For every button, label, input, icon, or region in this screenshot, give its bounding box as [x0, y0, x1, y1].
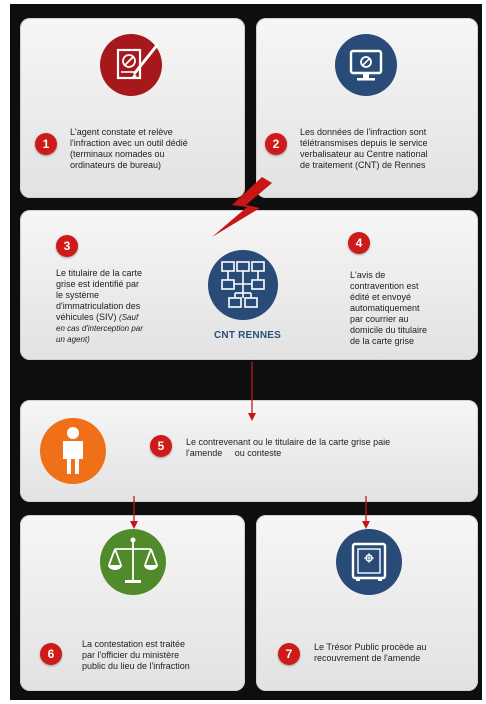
- step-7-card: 7 Le Trésor Public procède au recouvreme…: [256, 515, 478, 691]
- cnt-rennes-label: CNT RENNES: [214, 330, 282, 341]
- step-5-card: 5 Le contrevenant ou le titulaire de la …: [20, 400, 478, 502]
- step-3-text: Le titulaire de la carte grise est ident…: [56, 268, 143, 344]
- network-computers-icon: [208, 250, 278, 320]
- step-6-text: La contestation est traitée par l'offici…: [82, 639, 190, 671]
- person-icon: [40, 418, 106, 484]
- step-2-text: Les données de l'infraction sont télétra…: [300, 127, 428, 170]
- step-7-number: 7: [278, 643, 300, 665]
- ticket-pen-icon: [100, 34, 162, 96]
- step-7-text: Le Trésor Public procède au recouvrement…: [314, 642, 427, 663]
- safe-icon: [336, 529, 402, 595]
- cnt-center-card: 3 Le titulaire de la carte grise est ide…: [20, 210, 478, 360]
- step-1-card: 1 L'agent constate et relève l'infractio…: [20, 18, 245, 198]
- computer-monitor-icon: [335, 34, 397, 96]
- step-5-number: 5: [150, 435, 172, 457]
- step-4-text: L'avis de contravention est édité et env…: [350, 270, 428, 346]
- step-2-number: 2: [265, 133, 287, 155]
- step-6-card: 6 La contestation est traitée par l'offi…: [20, 515, 245, 691]
- step-2-card: 2 Les données de l'infraction sont télét…: [256, 18, 478, 198]
- step-4-number: 4: [348, 232, 370, 254]
- step-1-number: 1: [35, 133, 57, 155]
- justice-scales-icon: [100, 529, 166, 595]
- step-1-text: L'agent constate et relève l'infraction …: [70, 127, 188, 170]
- step-5-text: Le contrevenant ou le titulaire de la ca…: [186, 437, 391, 458]
- step-3-number: 3: [56, 235, 78, 257]
- step-6-number: 6: [40, 643, 62, 665]
